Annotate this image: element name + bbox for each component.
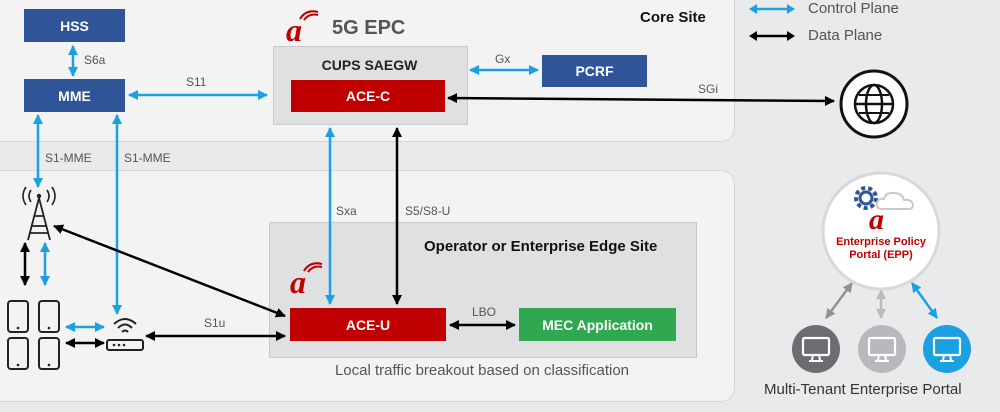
epp-gear-icon [854, 186, 878, 210]
link-epp-monitor3 [910, 282, 939, 319]
label-s1mme-right: S1-MME [124, 151, 171, 165]
link-sgi [447, 93, 835, 106]
label-s1u: S1u [204, 316, 226, 330]
label-s11: S11 [186, 75, 207, 89]
ace-c-node[interactable]: ACE-C [291, 80, 445, 112]
mec-application-node[interactable]: MEC Application [519, 308, 676, 341]
edge-logo-letter: a [290, 264, 306, 300]
portal-label: Multi-Tenant Enterprise Portal [764, 381, 962, 398]
epc-logo-swoosh [299, 10, 319, 21]
pcrf-node[interactable]: PCRF [542, 55, 647, 87]
epp-circle-icon [821, 171, 941, 291]
edge-site-label: Operator or Enterprise Edge Site [424, 238, 658, 255]
mobile-devices-icon [7, 300, 60, 370]
legend-data-arrow [749, 31, 795, 41]
edge-logo: a [290, 266, 306, 298]
epc-logo: a [286, 14, 302, 46]
legend-control-label: Control Plane [808, 0, 899, 17]
label-s1mme-left: S1-MME [45, 151, 92, 165]
epp-cloud-icon [875, 191, 915, 210]
epc-logo-letter: a [286, 12, 302, 48]
label-sxa: Sxa [336, 204, 357, 218]
link-tower-aceu [53, 224, 286, 318]
edge-logo-swoosh [303, 262, 323, 273]
label-sgi: SGi [698, 82, 719, 96]
cell-tower-icon [22, 186, 56, 241]
legend-control-arrow [749, 4, 795, 14]
core-site-label: Core Site [640, 9, 706, 26]
tenant-monitor-1-icon[interactable] [791, 324, 841, 374]
mme-node[interactable]: MME [24, 79, 125, 112]
link-epp-monitor1 [824, 282, 854, 319]
breakout-caption: Local traffic breakout based on classifi… [334, 362, 630, 379]
ace-u-node[interactable]: ACE-U [290, 308, 446, 341]
internet-globe-icon [839, 69, 909, 139]
wifi-router-icon [106, 318, 144, 351]
label-s5s8u: S5/S8-U [405, 204, 451, 218]
legend-data-label: Data Plane [808, 27, 883, 44]
epp-logo: a [869, 205, 884, 235]
tenant-monitor-3-icon[interactable] [922, 324, 972, 374]
label-gx: Gx [495, 52, 511, 66]
epp-logo-letter: a [869, 203, 884, 236]
hss-node[interactable]: HSS [24, 9, 125, 42]
tenant-monitor-2-icon[interactable] [857, 324, 907, 374]
epc-title: 5G EPC [332, 17, 406, 39]
epp-label: Enterprise Policy Portal (EPP) [836, 236, 926, 261]
cups-saegw-label: CUPS SAEGW [321, 57, 418, 73]
label-lbo: LBO [472, 305, 497, 319]
label-s6a: S6a [84, 53, 106, 67]
